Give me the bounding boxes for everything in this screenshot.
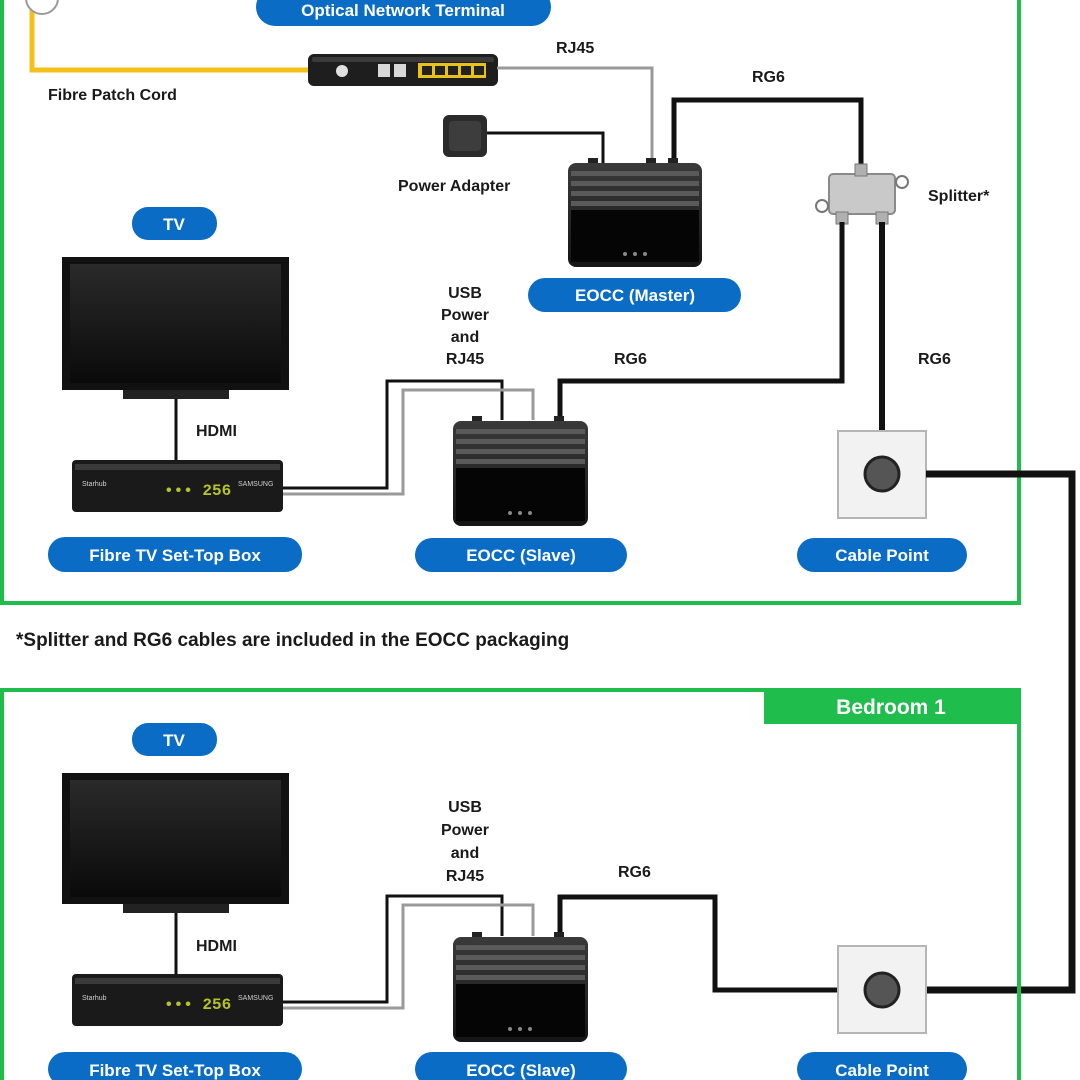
svg-text:SAMSUNG: SAMSUNG bbox=[238, 995, 273, 1002]
power-cable bbox=[487, 131, 605, 164]
svg-text:••• 256: ••• 256 bbox=[164, 482, 231, 500]
fibre-patch-cord-cable bbox=[29, 0, 310, 73]
bedroom-usb-power-cable bbox=[283, 894, 504, 1004]
splitter-label: Splitter* bbox=[928, 188, 990, 205]
eocc-slave-label-pill: EOCC (Slave) bbox=[415, 538, 627, 572]
bedroom-tv-label-pill: TV bbox=[132, 723, 217, 756]
rg6-top-label: RG6 bbox=[752, 69, 785, 86]
bedroom-set-top-box-device: Starhub ••• 256 SAMSUNG bbox=[72, 974, 283, 1026]
bedroom-title: Bedroom 1 bbox=[836, 696, 946, 719]
ont-label: Optical Network Terminal bbox=[301, 1, 505, 20]
bedroom-rg6-cable bbox=[557, 894, 862, 993]
bedroom-eocc-slave-device bbox=[453, 932, 588, 1042]
svg-text:and: and bbox=[451, 845, 479, 862]
power-adapter-device bbox=[443, 115, 487, 157]
usb-power-rj45-label: USB Power and RJ45 bbox=[441, 285, 489, 368]
tv-label-pill: TV bbox=[132, 207, 217, 240]
bedroom-cable-point-device bbox=[837, 945, 927, 1034]
bedroom-tv-label: TV bbox=[163, 731, 185, 750]
svg-text:SAMSUNG: SAMSUNG bbox=[238, 481, 273, 488]
rj45-label: RJ45 bbox=[556, 40, 594, 57]
bedroom-set-top-box-label-pill: Fibre TV Set-Top Box bbox=[48, 1052, 302, 1080]
rj45-cable-stb-slave bbox=[283, 388, 535, 496]
tv-device bbox=[62, 257, 289, 399]
svg-text:••• 256: ••• 256 bbox=[164, 996, 231, 1014]
svg-text:Power: Power bbox=[441, 822, 489, 839]
set-top-box-device: Starhub ••• 256 SAMSUNG bbox=[72, 460, 283, 512]
svg-text:Power: Power bbox=[441, 307, 489, 324]
set-top-box-label: Fibre TV Set-Top Box bbox=[89, 546, 261, 565]
living-area-panel bbox=[0, 0, 1021, 605]
eocc-slave-label: EOCC (Slave) bbox=[466, 546, 576, 565]
svg-text:RJ45: RJ45 bbox=[446, 868, 484, 885]
svg-text:USB: USB bbox=[448, 799, 482, 816]
fibre-patch-cord-label: Fibre Patch Cord bbox=[48, 87, 177, 104]
bedroom-cable-point-label-pill: Cable Point bbox=[797, 1052, 967, 1080]
usb-power-cable bbox=[283, 379, 504, 490]
svg-text:RJ45: RJ45 bbox=[446, 351, 484, 368]
rg6-cable-master-splitter bbox=[671, 97, 864, 174]
cable-point-label: Cable Point bbox=[835, 546, 929, 565]
set-top-box-label-pill: Fibre TV Set-Top Box bbox=[48, 537, 302, 572]
splitter-device bbox=[815, 163, 909, 225]
eocc-slave-device bbox=[453, 416, 588, 526]
rg6-cable-splitter-slave bbox=[557, 222, 845, 420]
rg6-slave-label: RG6 bbox=[614, 351, 647, 368]
power-adapter-label: Power Adapter bbox=[398, 178, 510, 195]
eocc-master-label-pill: EOCC (Master) bbox=[528, 278, 741, 312]
rg6-point-label: RG6 bbox=[918, 351, 951, 368]
in-wall-rg6-cable bbox=[926, 470, 1076, 994]
svg-text:Starhub: Starhub bbox=[82, 995, 107, 1002]
packaging-note: *Splitter and RG6 cables are included in… bbox=[16, 630, 569, 651]
hdmi-label: HDMI bbox=[196, 423, 237, 440]
cable-point-label-pill: Cable Point bbox=[797, 538, 967, 572]
bedroom-hdmi-label: HDMI bbox=[196, 938, 237, 955]
bedroom-set-top-box-label: Fibre TV Set-Top Box bbox=[89, 1061, 261, 1080]
eocc-master-label: EOCC (Master) bbox=[575, 286, 695, 305]
svg-text:and: and bbox=[451, 329, 479, 346]
bedroom-panel: Bedroom 1 bbox=[0, 688, 1021, 1080]
tv-label: TV bbox=[163, 215, 185, 234]
cable-point-device bbox=[837, 430, 927, 519]
bedroom-cable-point-label: Cable Point bbox=[835, 1061, 929, 1080]
bedroom-tv-device bbox=[62, 773, 289, 913]
bedroom-eocc-slave-label-pill: EOCC (Slave) bbox=[415, 1052, 627, 1080]
ont-label-pill: Optical Network Terminal bbox=[256, 0, 551, 26]
ont-device bbox=[308, 54, 498, 86]
svg-text:Starhub: Starhub bbox=[82, 481, 107, 488]
bedroom-usb-power-rj45-label: USB Power and RJ45 bbox=[441, 799, 489, 885]
eocc-master-device bbox=[568, 158, 702, 267]
bedroom-rg6-label: RG6 bbox=[618, 864, 651, 881]
svg-text:USB: USB bbox=[448, 285, 482, 302]
bedroom-eocc-slave-label: EOCC (Slave) bbox=[466, 1061, 576, 1080]
bedroom-rj45-cable bbox=[283, 903, 535, 1010]
fibre-wall-socket bbox=[25, 0, 59, 15]
rj45-cable-ont-master bbox=[497, 66, 654, 162]
